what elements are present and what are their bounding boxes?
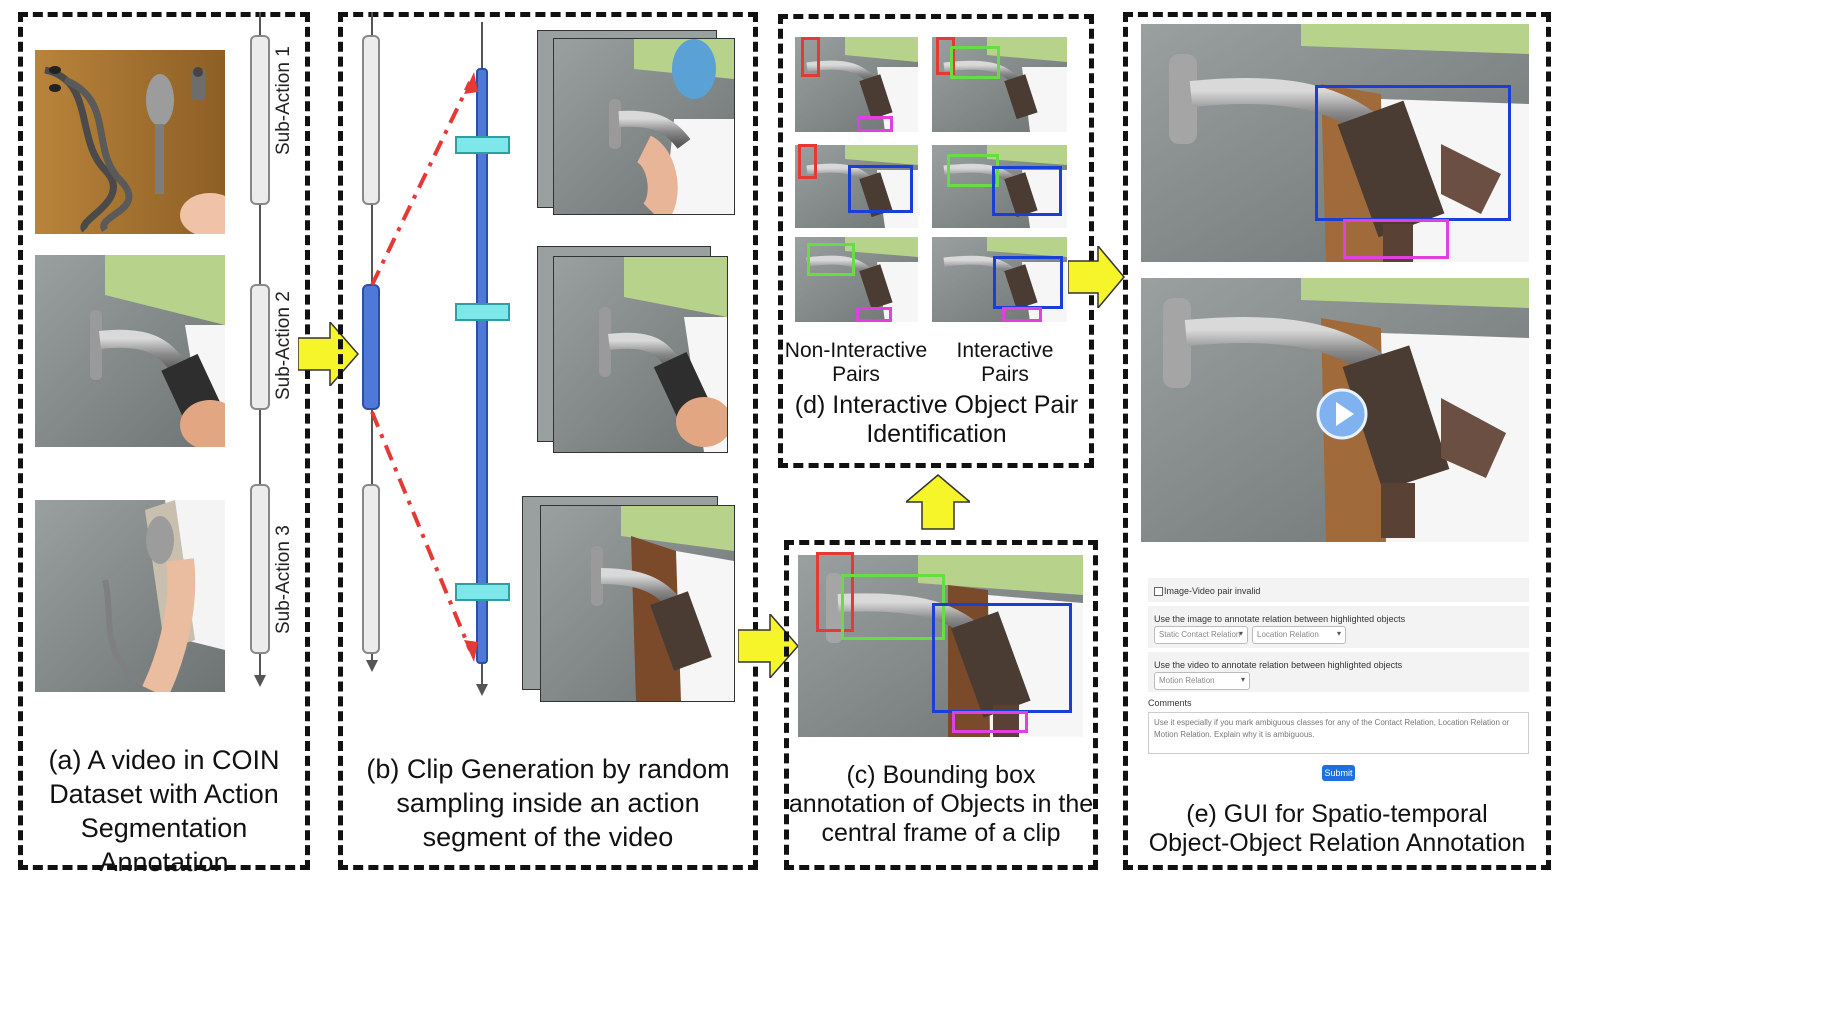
invalid-pair-checkbox[interactable] bbox=[1154, 587, 1163, 596]
thumb-6-blue-box bbox=[993, 256, 1063, 309]
panel-a bbox=[18, 12, 310, 870]
clip-1-image bbox=[553, 38, 735, 215]
segment-b2-selected bbox=[362, 284, 380, 410]
thumb-5-green-box bbox=[807, 243, 855, 276]
label-noninteractive-pairs: Non-Interactive Pairs bbox=[784, 339, 928, 386]
thumb-4-green-box bbox=[947, 154, 999, 187]
flow-arrow-c-to-d bbox=[906, 474, 970, 530]
static-contact-select[interactable]: Static Contact Relation bbox=[1154, 626, 1248, 644]
panel-b bbox=[338, 12, 758, 870]
frame-c-annotated-image bbox=[798, 555, 1083, 737]
gui-annotated-image bbox=[1141, 24, 1529, 262]
clip-3-image bbox=[540, 505, 735, 702]
sub-action-1-label: Sub-Action 1 bbox=[273, 46, 294, 155]
clip-marker-3 bbox=[455, 583, 510, 601]
panel-d bbox=[778, 14, 1094, 468]
comments-placeholder: Use it especially if you mark ambiguous … bbox=[1154, 718, 1510, 739]
segment-a2 bbox=[250, 284, 270, 410]
thumb-2-green-box bbox=[950, 46, 1000, 79]
caption-d: (d) Interactive Object Pair Identificati… bbox=[794, 391, 1079, 448]
thumb-2-red-box bbox=[936, 37, 955, 75]
bbox-c-red bbox=[816, 552, 854, 632]
clip-marker-2 bbox=[455, 303, 510, 321]
thumb-3-red-box bbox=[798, 144, 817, 179]
segment-a3 bbox=[250, 484, 270, 654]
invalid-pair-label: Image-Video pair invalid bbox=[1164, 586, 1261, 596]
thumb-noninteractive-2 bbox=[795, 145, 918, 228]
thumb-3-blue-box bbox=[848, 165, 913, 213]
frame-a2-image bbox=[35, 255, 225, 447]
frame-a1-image bbox=[35, 50, 225, 234]
caption-e: (e) GUI for Spatio-temporal Object-Objec… bbox=[1148, 800, 1526, 857]
flow-arrow-a-to-b bbox=[298, 322, 359, 386]
segment-a1 bbox=[250, 35, 270, 205]
gui-checkbox-row bbox=[1148, 578, 1529, 602]
location-select[interactable]: Location Relation bbox=[1252, 626, 1346, 644]
submit-button[interactable]: Submit bbox=[1322, 765, 1355, 781]
thumb-noninteractive-1 bbox=[795, 37, 918, 132]
bbox-c-green bbox=[841, 574, 945, 640]
gui-bbox-magenta bbox=[1343, 219, 1449, 259]
panel-e bbox=[1123, 12, 1551, 870]
frame-a3-image bbox=[35, 500, 225, 692]
caption-a: (a) A video in COIN Dataset with Action … bbox=[48, 745, 280, 877]
thumb-1-red-box bbox=[801, 37, 820, 77]
panel-c bbox=[784, 540, 1098, 870]
motion-select[interactable]: Motion Relation bbox=[1154, 672, 1250, 690]
thumb-1-magenta-box bbox=[857, 116, 893, 132]
clip-marker-1 bbox=[455, 136, 510, 154]
thumb-5-magenta-box bbox=[856, 307, 892, 322]
segment-b1 bbox=[362, 35, 380, 205]
comments-label: Comments bbox=[1148, 698, 1192, 708]
image-prompt-label: Use the image to annotate relation betwe… bbox=[1154, 614, 1406, 624]
sub-action-2-label: Sub-Action 2 bbox=[273, 291, 294, 400]
timeline-b-arrowhead bbox=[366, 660, 378, 672]
clip-2-image bbox=[553, 256, 728, 453]
thumb-noninteractive-3 bbox=[795, 237, 918, 322]
segment-b3 bbox=[362, 484, 380, 654]
sub-action-3-label: Sub-Action 3 bbox=[273, 525, 294, 634]
zoom-segment bbox=[476, 68, 488, 664]
bbox-c-blue bbox=[932, 603, 1072, 713]
label-interactive-pairs: Interactive Pairs bbox=[956, 339, 1054, 386]
sampling-arrows bbox=[370, 72, 478, 662]
thumb-6-magenta-box bbox=[1002, 307, 1042, 322]
timeline-a-arrowhead bbox=[254, 675, 266, 687]
caption-c: (c) Bounding box annotation of Objects i… bbox=[788, 761, 1094, 847]
bbox-c-magenta bbox=[952, 711, 1028, 733]
video-prompt-label: Use the video to annotate relation betwe… bbox=[1154, 660, 1403, 670]
thumb-4-blue-box bbox=[992, 166, 1062, 216]
play-button-icon[interactable] bbox=[1316, 388, 1368, 440]
flow-arrow-d-to-e bbox=[1068, 246, 1125, 308]
caption-b: (b) Clip Generation by random sampling i… bbox=[366, 754, 730, 852]
gui-bbox-blue bbox=[1315, 85, 1511, 221]
comments-textarea[interactable]: Use it especially if you mark ambiguous … bbox=[1148, 712, 1529, 754]
zoom-timeline-arrowhead bbox=[476, 684, 488, 696]
